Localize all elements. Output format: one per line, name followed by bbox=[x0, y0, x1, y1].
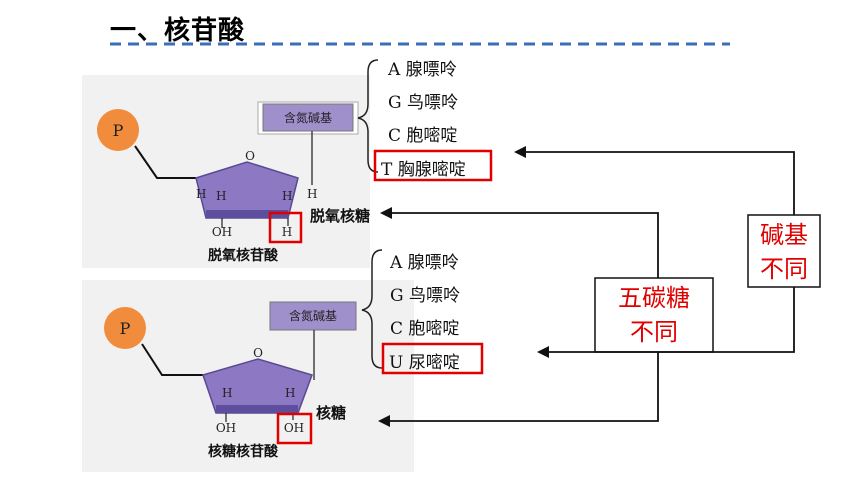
bottom-phosphate bbox=[104, 307, 146, 349]
sugar-diff-arrowhead-bottom bbox=[378, 415, 390, 427]
sugar-diff-arrow-bottom bbox=[386, 352, 659, 422]
top-base-thymine: T 胸腺嘧啶 bbox=[381, 160, 466, 180]
bottom-base-adenine: A 腺嘌呤 bbox=[390, 253, 459, 273]
base-diff-line-1: 碱基 bbox=[760, 221, 808, 249]
bottom-h-label-2: H bbox=[285, 386, 295, 400]
base-diff-line-2: 不同 bbox=[760, 255, 808, 283]
bottom-base-box bbox=[269, 301, 357, 331]
top-caption: 脱氧核苷酸 bbox=[208, 248, 278, 264]
page-title: 一、核苷酸 bbox=[110, 16, 246, 46]
bottom-base-cytosine: C 胞嘧啶 bbox=[390, 319, 460, 339]
sugar-diff-arrowhead-top bbox=[380, 207, 392, 219]
top-sugar-name: 脱氧核糖 bbox=[310, 207, 371, 225]
top-bases-brace bbox=[357, 59, 379, 173]
bottom-base-box-label: 含氮碱基 bbox=[289, 308, 337, 323]
base-diff-arrowhead-bottom bbox=[537, 346, 549, 358]
top-o-label: O bbox=[245, 149, 255, 163]
top-sugar-ring bbox=[195, 161, 299, 219]
bottom-oh-highlight-box bbox=[276, 412, 313, 445]
base-diff-arrow-top bbox=[522, 151, 795, 215]
top-thymine-highlight bbox=[373, 149, 493, 182]
top-oh-label: OH bbox=[212, 225, 232, 239]
top-h-label-1: H bbox=[196, 187, 206, 201]
top-base-box bbox=[262, 103, 354, 132]
base-diff-label: 碱基 不同 bbox=[748, 218, 820, 286]
bottom-base-guanine: G 鸟嘌呤 bbox=[390, 286, 460, 306]
top-phosphate-bond bbox=[134, 145, 196, 179]
bottom-phosphate-bond bbox=[141, 343, 203, 376]
top-base-adenine: A 腺嘌呤 bbox=[388, 60, 457, 80]
sugar-diff-arrow-top bbox=[388, 212, 659, 278]
bottom-phosphate-label: P bbox=[120, 319, 131, 338]
bottom-h-label-1: H bbox=[222, 386, 232, 400]
base-diff-box bbox=[747, 214, 821, 288]
top-h-label-4: H bbox=[307, 187, 317, 201]
top-phosphate-label: P bbox=[113, 121, 124, 140]
top-h-label-3: H bbox=[282, 189, 292, 203]
sugar-diff-label: 五碳糖 不同 bbox=[595, 281, 713, 349]
top-h-label-2: H bbox=[216, 189, 226, 203]
bottom-sugar-ring bbox=[202, 358, 313, 414]
top-phosphate bbox=[97, 109, 139, 151]
top-base-box-label: 含氮碱基 bbox=[284, 110, 332, 125]
top-base-cytosine: C 胞嘧啶 bbox=[388, 126, 458, 146]
bottom-sugar-name: 核糖 bbox=[316, 404, 347, 422]
bottom-o-label: O bbox=[253, 346, 263, 360]
sugar-diff-line-1: 五碳糖 bbox=[618, 284, 690, 312]
bottom-oh-label: OH bbox=[216, 421, 236, 435]
bottom-bases-brace bbox=[361, 249, 383, 369]
bottom-oh-highlight-label: OH bbox=[284, 421, 304, 435]
base-diff-arrowhead-top bbox=[514, 146, 526, 158]
bottom-uracil-highlight bbox=[381, 342, 484, 375]
bottom-caption: 核糖核苷酸 bbox=[208, 444, 278, 460]
bottom-base-uracil: U 尿嘧啶 bbox=[389, 353, 460, 373]
base-diff-arrow-bottom bbox=[545, 287, 795, 353]
bottom-sugar-edge bbox=[216, 405, 298, 413]
top-base-guanine: G 鸟嘌呤 bbox=[388, 93, 458, 113]
top-sugar-edge bbox=[206, 210, 288, 218]
top-h-highlight-label: H bbox=[282, 225, 292, 239]
top-h-highlight-box bbox=[268, 211, 303, 244]
sugar-diff-line-2: 不同 bbox=[630, 318, 678, 346]
